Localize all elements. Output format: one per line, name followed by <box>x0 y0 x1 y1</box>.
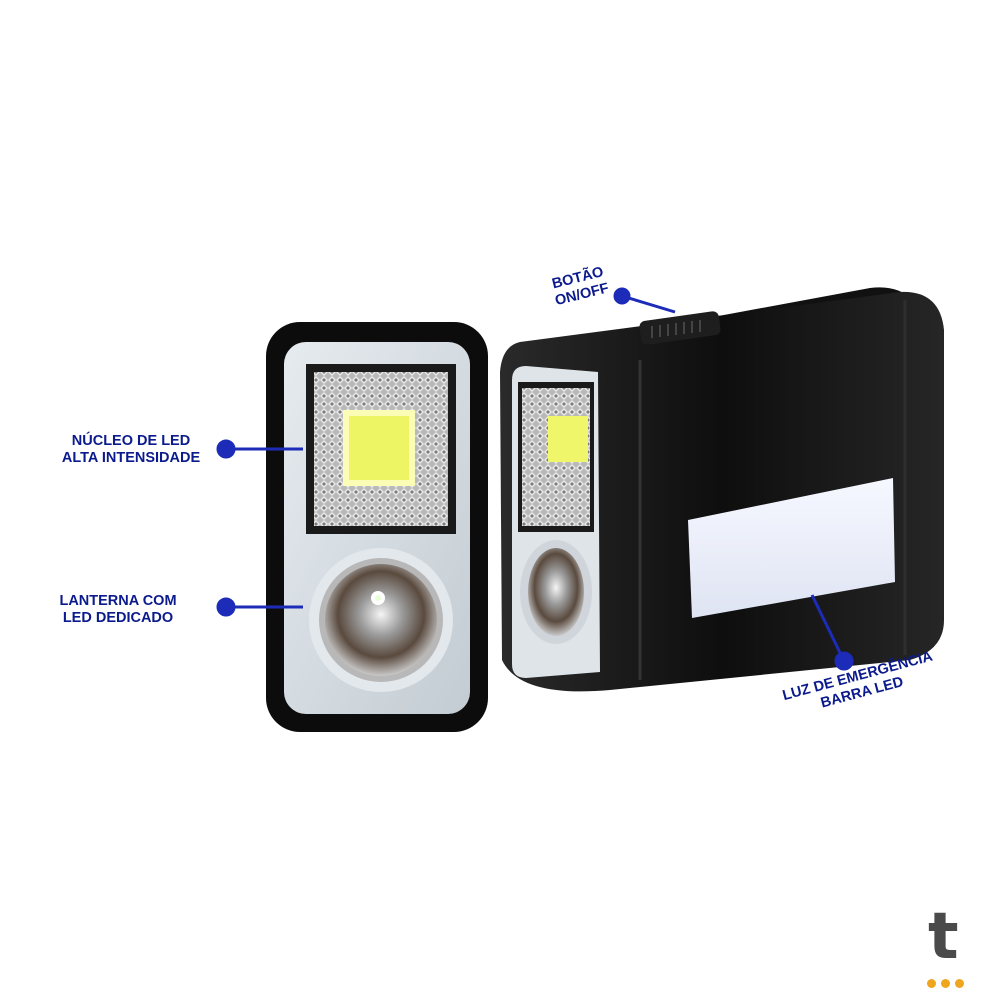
side-view-device <box>500 287 944 692</box>
brand-dot <box>927 979 936 988</box>
power-button-callout-line <box>621 294 676 314</box>
brand-dot <box>941 979 950 988</box>
brand-dot <box>955 979 964 988</box>
emergency-light-callout-dot <box>834 651 854 671</box>
emergency-light-callout-line <box>810 594 846 662</box>
flashlight-label-line1: LANTERNA COM <box>59 593 177 609</box>
brand-watermark: t <box>920 900 976 988</box>
flashlight-label-line2: LED DEDICADO <box>62 610 174 626</box>
flashlight-callout-dot <box>216 597 236 617</box>
power-button-callout-dot <box>613 287 631 305</box>
led-core-callout-dot <box>216 439 236 459</box>
front-view-device <box>266 322 488 732</box>
led-core-label-line2: ALTA INTENSIDADE <box>61 450 201 466</box>
flashlight-label: LANTERNA COM LED DEDICADO <box>48 593 188 627</box>
led-core-label: NÚCLEO DE LED ALTA INTENSIDADE <box>48 433 214 467</box>
brand-dots <box>927 975 969 993</box>
brand-letter: t <box>928 900 959 974</box>
led-core-label-line1: NÚCLEO DE LED <box>71 433 191 449</box>
